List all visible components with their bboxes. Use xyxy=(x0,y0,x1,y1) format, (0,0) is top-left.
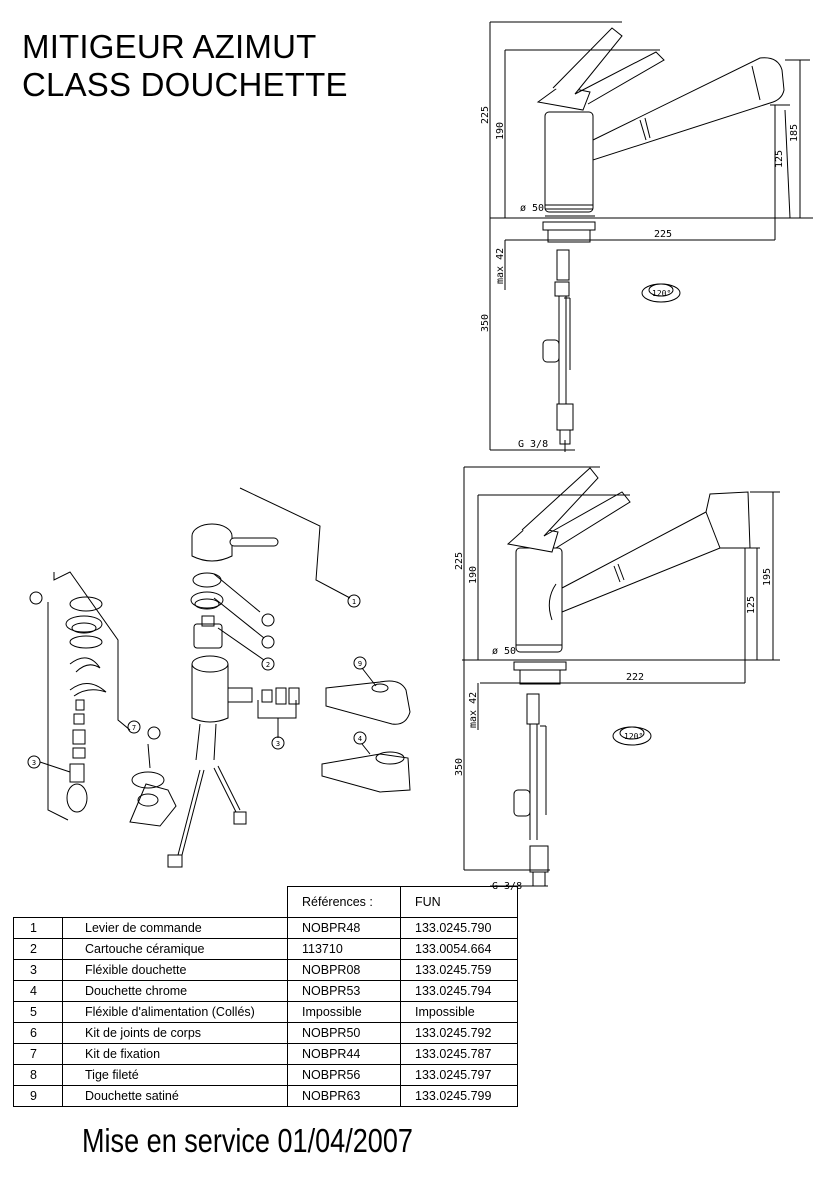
bottom-dim-h-spout: 125 xyxy=(746,596,757,614)
top-dim-max-deck: max 42 xyxy=(495,248,506,284)
bottom-dim-rotation: 120° xyxy=(624,732,643,741)
top-dim-h-spout: 125 xyxy=(774,150,785,168)
row-ref: NOBPR53 xyxy=(287,980,401,1002)
top-dim-diameter: ø 50 xyxy=(520,203,544,214)
row-desc: Kit de fixation xyxy=(62,1043,288,1065)
bottom-dim-h-body: 190 xyxy=(468,566,479,584)
row-code: 133.0245.790 xyxy=(400,917,518,939)
row-code: 133.0245.787 xyxy=(400,1043,518,1065)
row-ref: 113710 xyxy=(287,938,401,960)
top-dim-h-spout-tip: 185 xyxy=(789,124,800,142)
row-desc: Douchette chrome xyxy=(62,980,288,1002)
title-line-1: MITIGEUR AZIMUT xyxy=(22,28,317,65)
row-ref: NOBPR08 xyxy=(287,959,401,981)
row-code: 133.0054.664 xyxy=(400,938,518,960)
row-ref: NOBPR44 xyxy=(287,1043,401,1065)
table-row: 2 Cartouche céramique 113710 133.0054.66… xyxy=(13,938,518,960)
bottom-dim-reach: 222 xyxy=(626,672,644,683)
row-desc: Tige fileté xyxy=(62,1064,288,1086)
row-desc: Fléxible douchette xyxy=(62,959,288,981)
callout-3: 3 xyxy=(276,740,280,748)
row-num: 5 xyxy=(13,1001,63,1023)
row-num: 8 xyxy=(13,1064,63,1086)
table-row: 1 Levier de commande NOBPR48 133.0245.79… xyxy=(13,917,518,939)
bottom-dim-h-total: 225 xyxy=(454,552,465,570)
row-desc: Kit de joints de corps xyxy=(62,1022,288,1044)
row-code: 133.0245.797 xyxy=(400,1064,518,1086)
top-dim-h-body: 190 xyxy=(495,122,506,140)
row-code: 133.0245.792 xyxy=(400,1022,518,1044)
bottom-dim-h-spout-tip: 195 xyxy=(762,568,773,586)
bottom-dim-max-deck: max 42 xyxy=(468,692,479,728)
row-code: Impossible xyxy=(400,1001,518,1023)
row-num: 2 xyxy=(13,938,63,960)
table-row: 4 Douchette chrome NOBPR53 133.0245.794 xyxy=(13,980,518,1002)
exploded-view xyxy=(27,487,411,868)
table-row: 7 Kit de fixation NOBPR44 133.0245.787 xyxy=(13,1043,518,1065)
callout-7: 7 xyxy=(132,724,136,732)
callout-4: 4 xyxy=(358,735,362,743)
row-code: 133.0245.794 xyxy=(400,980,518,1002)
header-references: Références : xyxy=(287,886,401,918)
top-dim-hose: 350 xyxy=(480,314,491,332)
header-fun: FUN xyxy=(400,886,518,918)
page-title: MITIGEUR AZIMUT CLASS DOUCHETTE xyxy=(22,28,348,104)
top-faucet-drawing xyxy=(489,21,813,452)
title-line-2: CLASS DOUCHETTE xyxy=(22,66,348,103)
table-header-row: Références : FUN xyxy=(14,886,518,918)
row-ref: NOBPR50 xyxy=(287,1022,401,1044)
row-ref: Impossible xyxy=(287,1001,401,1023)
parts-table: Références : FUN 1 Levier de commande NO… xyxy=(13,886,518,1107)
top-dim-h-total: 225 xyxy=(480,106,491,124)
row-desc: Levier de commande xyxy=(62,917,288,939)
row-num: 3 xyxy=(13,959,63,981)
row-num: 6 xyxy=(13,1022,63,1044)
bottom-dim-diameter: ø 50 xyxy=(492,646,516,657)
top-dim-thread: G 3/8 xyxy=(518,439,548,450)
row-ref: NOBPR48 xyxy=(287,917,401,939)
row-num: 1 xyxy=(13,917,63,939)
table-row: 5 Fléxible d'alimentation (Collés) Impos… xyxy=(13,1001,518,1023)
row-ref: NOBPR63 xyxy=(287,1085,401,1107)
table-row: 6 Kit de joints de corps NOBPR50 133.024… xyxy=(13,1022,518,1044)
top-dim-rotation: 120° xyxy=(652,289,671,298)
row-code: 133.0245.759 xyxy=(400,959,518,981)
bottom-dim-hose: 350 xyxy=(454,758,465,776)
callout-3b: 3 xyxy=(32,759,36,767)
callout-2: 2 xyxy=(266,661,270,669)
row-code: 133.0245.799 xyxy=(400,1085,518,1107)
table-row: 9 Douchette satiné NOBPR63 133.0245.799 xyxy=(13,1085,518,1107)
table-row: 8 Tige fileté NOBPR56 133.0245.797 xyxy=(13,1064,518,1086)
table-row: 3 Fléxible douchette NOBPR08 133.0245.75… xyxy=(13,959,518,981)
row-desc: Douchette satiné xyxy=(62,1085,288,1107)
service-date-footer: Mise en service 01/04/2007 xyxy=(82,1122,413,1159)
bottom-faucet-drawing xyxy=(462,466,780,887)
row-num: 9 xyxy=(13,1085,63,1107)
row-num: 7 xyxy=(13,1043,63,1065)
row-desc: Cartouche céramique xyxy=(62,938,288,960)
top-dim-reach: 225 xyxy=(654,229,672,240)
callout-1: 1 xyxy=(352,598,356,606)
callout-9: 9 xyxy=(358,660,362,668)
row-ref: NOBPR56 xyxy=(287,1064,401,1086)
row-desc: Fléxible d'alimentation (Collés) xyxy=(62,1001,288,1023)
row-num: 4 xyxy=(13,980,63,1002)
